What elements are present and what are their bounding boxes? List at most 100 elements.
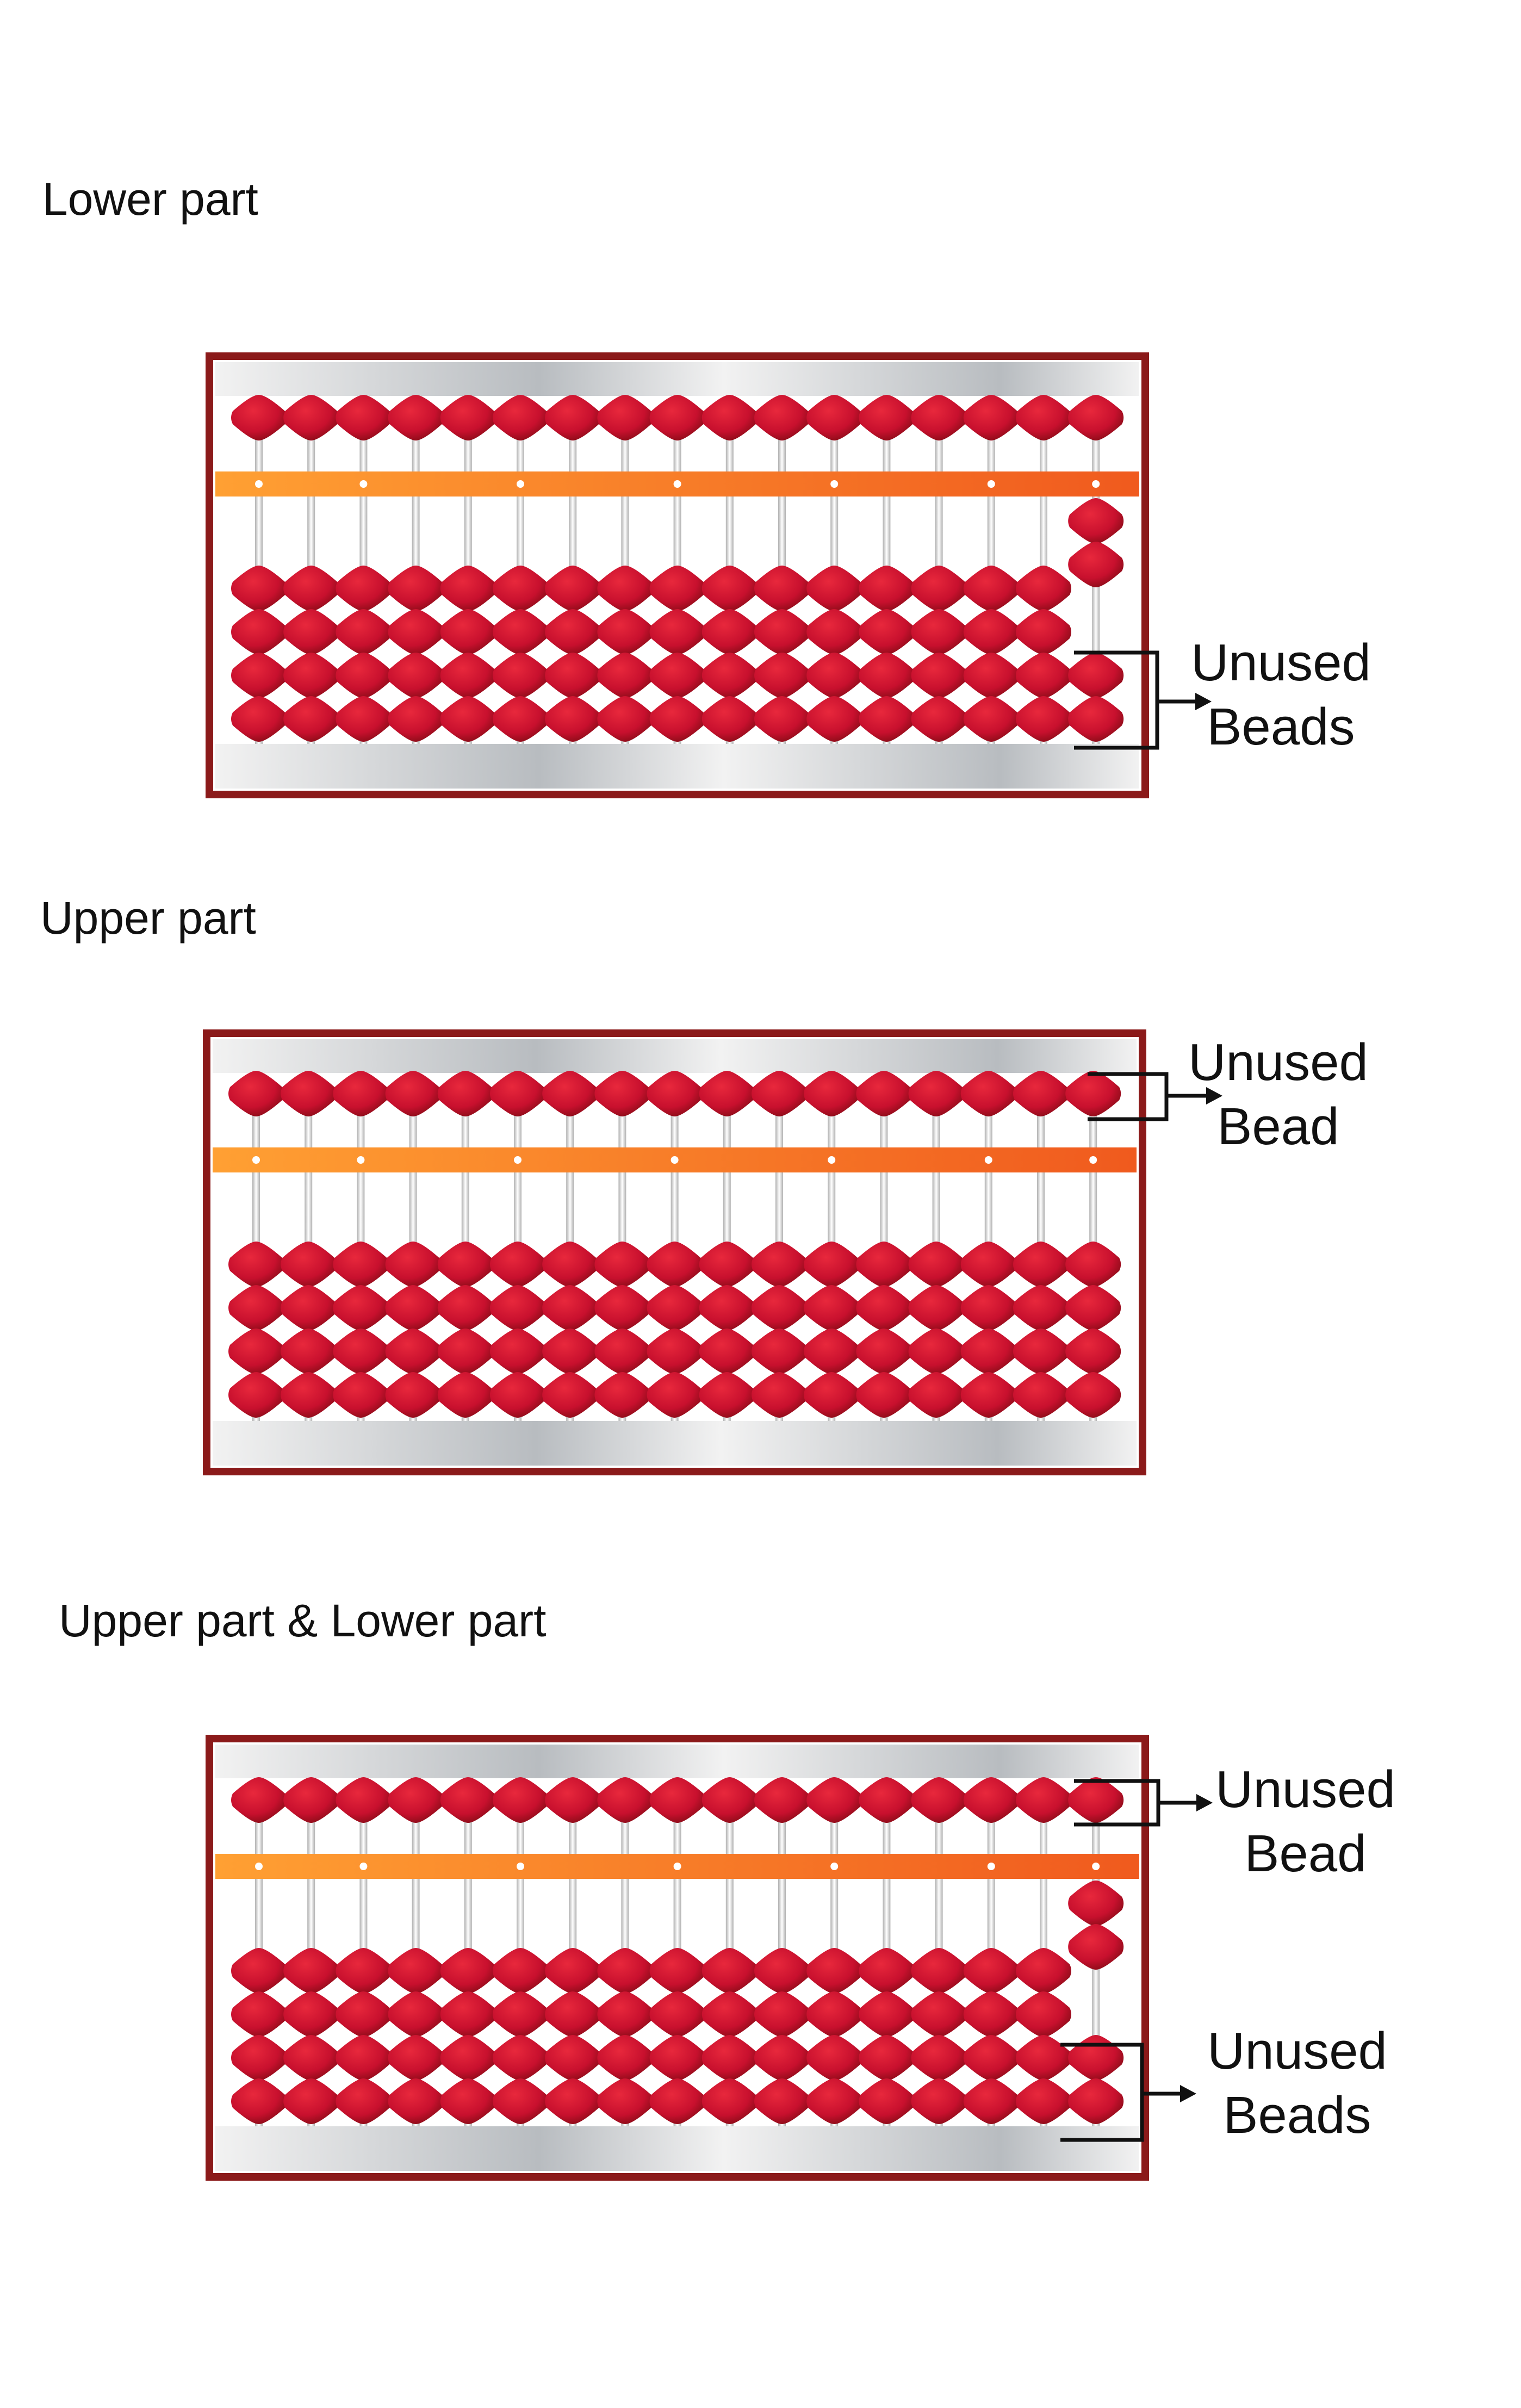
abacus-bead: [960, 1329, 1016, 1374]
abacus-bead: [701, 395, 758, 440]
abacus-bead: [336, 2035, 392, 2081]
abacus-bead: [963, 1948, 1019, 1994]
abacus-bead: [1016, 609, 1071, 655]
abacus-bead: [493, 653, 548, 698]
abacus-bead: [856, 1285, 912, 1331]
abacus-bead: [388, 2078, 444, 2124]
abacus-bead: [440, 1991, 496, 2037]
abacus-3: [206, 1735, 1149, 2181]
abacus-bead: [911, 566, 967, 611]
abacus-bead: [1065, 1285, 1121, 1331]
abacus-bead: [701, 2035, 758, 2081]
unit-dot: [359, 480, 368, 488]
abacus-bead: [1068, 2035, 1124, 2081]
abacus-bead: [1016, 1948, 1071, 1994]
abacus-bead: [545, 653, 601, 698]
arrowhead-icon: [1195, 693, 1212, 710]
abacus-bead: [490, 1329, 545, 1374]
abacus-bead: [231, 609, 287, 655]
abacus-bead: [908, 1285, 964, 1331]
abacus-bead: [1013, 1285, 1069, 1331]
abacus-bead: [231, 1777, 287, 1823]
abacus-bead: [804, 1242, 860, 1287]
unit-dot: [252, 1156, 260, 1164]
abacus-bead: [597, 395, 653, 440]
abacus-bead: [388, 1777, 444, 1823]
abacus-bead: [701, 566, 758, 611]
abacus-bead: [963, 1991, 1019, 2037]
abacus-bead: [437, 1285, 493, 1331]
abacus-bead: [597, 1991, 653, 2037]
abacus-bead: [908, 1372, 964, 1418]
abacus-bead: [228, 1242, 284, 1287]
abacus-bead: [283, 1991, 339, 2037]
section-heading-upper: Upper part: [40, 892, 256, 944]
abacus-bead: [597, 653, 653, 698]
unit-dot: [359, 1863, 368, 1870]
arrowhead-icon: [1180, 2085, 1196, 2102]
arrowhead-icon: [1196, 1794, 1213, 1811]
abacus-bead: [754, 1991, 810, 2037]
abacus-bead: [231, 653, 287, 698]
abacus-bead: [806, 2035, 862, 2081]
abacus-bead: [859, 696, 915, 742]
abacus-bead: [856, 1071, 912, 1116]
abacus-bead: [231, 1991, 287, 2037]
abacus-bead: [806, 696, 862, 742]
abacus-bead: [1013, 1372, 1069, 1418]
abacus-bead: [388, 653, 444, 698]
top-rail: [213, 1039, 1137, 1073]
abacus-bead: [283, 696, 339, 742]
bracket-3b: [1060, 2043, 1196, 2142]
abacus-bead: [754, 395, 810, 440]
bracket-2: [1088, 1072, 1222, 1121]
abacus-bead: [594, 1242, 650, 1287]
abacus-bead: [649, 1991, 705, 2037]
abacus-bead: [859, 395, 915, 440]
abacus-bead: [911, 1991, 967, 2037]
abacus-bead: [281, 1329, 337, 1374]
label-line: Bead: [1244, 1824, 1367, 1883]
unused-beads-label-4: Unused Beads: [1207, 2019, 1387, 2148]
abacus-bead: [754, 696, 810, 742]
abacus-bead: [281, 1242, 337, 1287]
unit-dot: [673, 480, 681, 488]
abacus-bead: [1068, 653, 1124, 698]
abacus-bead: [388, 395, 444, 440]
abacus-bead: [493, 395, 548, 440]
abacus-bead: [542, 1071, 598, 1116]
abacus-bead: [336, 395, 392, 440]
abacus-bead: [283, 2078, 339, 2124]
abacus-bead: [388, 609, 444, 655]
abacus-bead: [1016, 653, 1071, 698]
abacus-bead: [911, 609, 967, 655]
abacus-bead: [283, 653, 339, 698]
abacus-bead: [385, 1071, 441, 1116]
abacus-bead: [908, 1242, 964, 1287]
abacus-bead: [388, 696, 444, 742]
abacus-bead: [649, 1948, 705, 1994]
abacus-bead: [804, 1372, 860, 1418]
abacus-bead: [806, 653, 862, 698]
unit-dot: [987, 480, 995, 488]
abacus-bead: [1068, 395, 1124, 440]
abacus-bead: [228, 1285, 284, 1331]
bottom-rail: [215, 2126, 1139, 2171]
unit-dot: [830, 1863, 839, 1870]
abacus-bead: [440, 696, 496, 742]
abacus-bead: [493, 2078, 548, 2124]
abacus-bead: [649, 696, 705, 742]
abacus-bead: [752, 1372, 807, 1418]
section-heading-lower: Lower part: [42, 173, 258, 225]
abacus-bead: [647, 1372, 703, 1418]
abacus-bead: [283, 395, 339, 440]
abacus-bead: [594, 1372, 650, 1418]
unit-dot: [517, 1863, 524, 1870]
abacus-bead: [960, 1285, 1016, 1331]
abacus-bead: [493, 1777, 548, 1823]
abacus-bead: [754, 2035, 810, 2081]
unit-dot: [357, 1156, 365, 1164]
abacus-bead: [1013, 1242, 1069, 1287]
abacus-bead: [856, 1372, 912, 1418]
